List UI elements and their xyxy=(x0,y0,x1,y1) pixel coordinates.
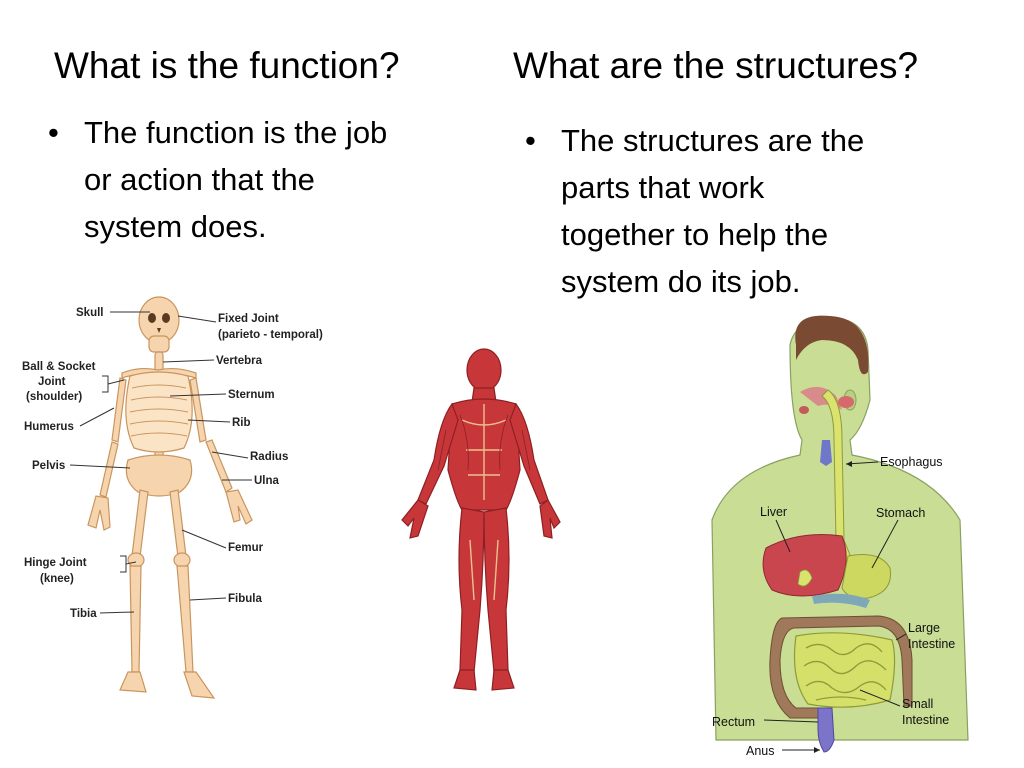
label-large-intestine-2: Intestine xyxy=(908,637,955,651)
label-ball-socket-shoulder: (shoulder) xyxy=(26,391,82,403)
label-hinge-joint: Hinge Joint xyxy=(24,557,87,569)
label-radius: Radius xyxy=(250,451,288,463)
label-humerus: Humerus xyxy=(24,421,74,433)
label-vertebra: Vertebra xyxy=(216,355,263,367)
muscular-figure xyxy=(401,348,561,691)
label-fibula: Fibula xyxy=(228,593,262,605)
label-tibia: Tibia xyxy=(70,608,97,620)
structures-bullet: • The structures are the parts that work… xyxy=(525,117,865,305)
bullet-glyph: • xyxy=(525,123,536,158)
skeleton-diagram: Skull Fixed Joint (parieto - temporal) V… xyxy=(22,296,323,699)
bullet-line: system does. xyxy=(84,209,267,244)
label-skull: Skull xyxy=(76,307,103,319)
label-rib: Rib xyxy=(232,417,251,429)
bullet-line: system do its job. xyxy=(561,264,801,299)
label-hinge-joint-knee: (knee) xyxy=(40,573,74,585)
label-small-intestine-2: Intestine xyxy=(902,713,949,727)
function-heading: What is the function? xyxy=(54,45,400,86)
label-fixed-joint-sub: (parieto - temporal) xyxy=(218,329,323,341)
function-bullet: • The function is the job or action that… xyxy=(48,109,388,250)
bullet-line: or action that the xyxy=(84,162,315,197)
label-pelvis: Pelvis xyxy=(32,460,65,472)
label-femur: Femur xyxy=(228,542,264,554)
bullet-line: The function is the job xyxy=(84,115,388,150)
label-fixed-joint: Fixed Joint xyxy=(218,313,279,325)
label-stomach: Stomach xyxy=(876,506,925,520)
bullet-line: together to help the xyxy=(561,217,829,252)
label-anus: Anus xyxy=(746,744,775,758)
label-small-intestine: Small xyxy=(902,697,933,711)
label-large-intestine: Large xyxy=(908,621,940,635)
label-ball-socket-joint: Joint xyxy=(38,376,66,388)
label-liver: Liver xyxy=(760,505,787,519)
structures-heading: What are the structures? xyxy=(513,45,919,86)
label-sternum: Sternum xyxy=(228,389,275,401)
digestive-diagram: Esophagus Liver Stomach Large Intestine … xyxy=(711,315,969,758)
label-esophagus: Esophagus xyxy=(880,455,943,469)
bullet-line: The structures are the xyxy=(561,123,865,158)
bullet-glyph: • xyxy=(48,115,59,150)
label-rectum: Rectum xyxy=(712,715,755,729)
bullet-line: parts that work xyxy=(561,170,765,205)
label-ulna: Ulna xyxy=(254,475,280,487)
label-ball-socket: Ball & Socket xyxy=(22,361,96,373)
